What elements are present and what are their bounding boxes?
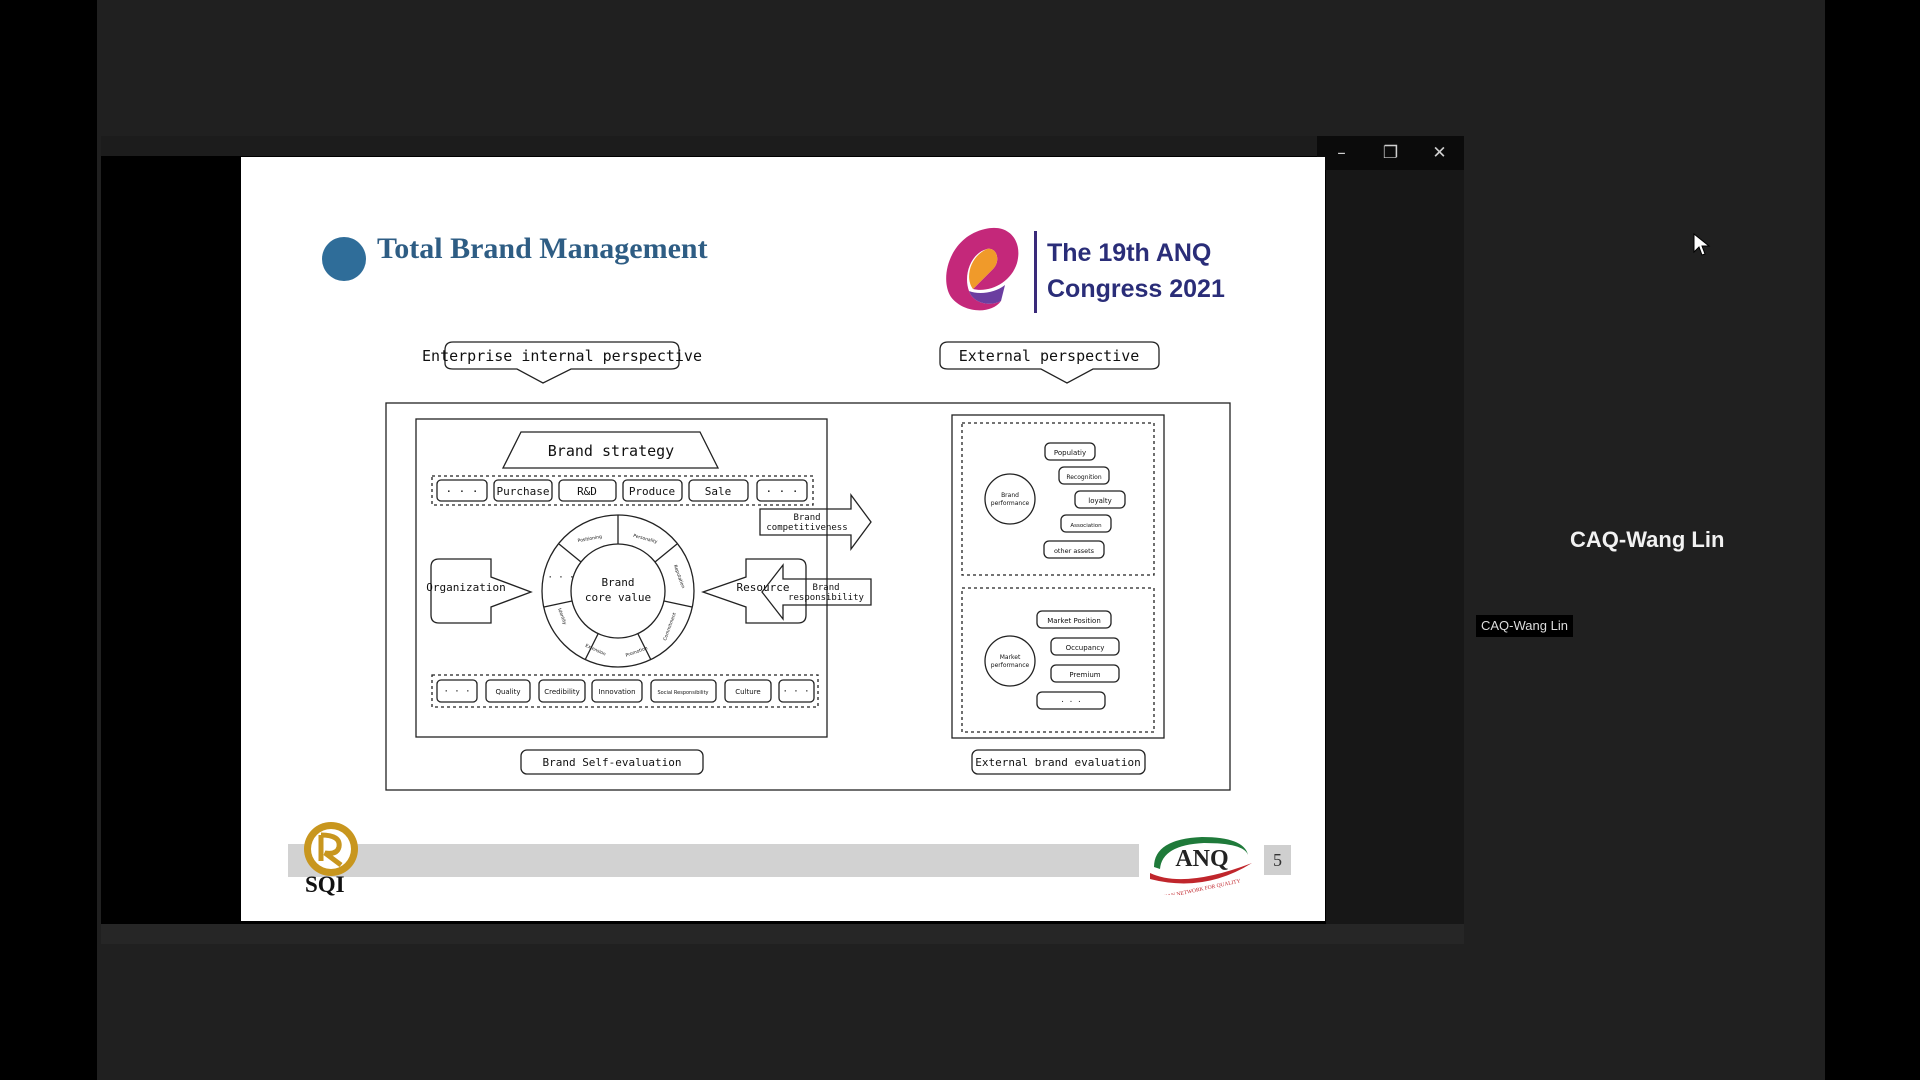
- title-bullet-icon: [322, 237, 366, 281]
- internal-perspective-callout: [444, 341, 680, 384]
- minimize-button[interactable]: –: [1317, 136, 1366, 170]
- market-performance-item: · · ·: [1060, 698, 1081, 706]
- anq-label: ANQ: [1175, 846, 1228, 872]
- market-performance-item: Market Position: [1047, 617, 1101, 625]
- bottom-row-item: Social Responsibility: [657, 690, 708, 696]
- shared-screen-bottom-strip: [101, 924, 1464, 944]
- competitiveness-line1: Brand: [793, 513, 820, 523]
- competitiveness-line2: competitiveness: [766, 523, 847, 533]
- slide-title: Total Brand Management: [377, 232, 708, 265]
- external-perspective-callout: [939, 341, 1160, 384]
- core-value-line2: core value: [585, 591, 651, 604]
- ring-dots: · · ·: [547, 573, 574, 583]
- ring-segment-label: Promotion: [625, 645, 649, 659]
- external-evaluation-box: [971, 749, 1146, 775]
- window-controls: – ❐ ✕: [1317, 136, 1464, 170]
- bottom-row-item: Quality: [495, 688, 520, 696]
- external-box: [951, 414, 1165, 739]
- market-performance-line2: performance: [991, 662, 1030, 669]
- footer-bar: [288, 844, 1139, 877]
- top-row-item: Purchase: [497, 485, 550, 498]
- presentation-slide: Total Brand Management The 19th ANQ Cong…: [241, 157, 1325, 921]
- close-icon: ✕: [1432, 143, 1447, 163]
- responsibility-line2: responsibility: [788, 593, 864, 603]
- organization-shape: [430, 558, 533, 624]
- bottom-row-item: Innovation: [598, 688, 635, 696]
- brand-performance-item: other assets: [1054, 547, 1095, 555]
- page-number: 5: [1264, 845, 1291, 875]
- brand-performance-item: Association: [1070, 523, 1102, 529]
- top-row-item: Produce: [629, 485, 675, 498]
- top-row-group: [431, 475, 814, 506]
- ring-segment-label: Personality: [632, 533, 658, 545]
- market-performance-item: Occupancy: [1066, 644, 1105, 652]
- resource-label: Resource: [737, 581, 790, 594]
- brand-strategy-shape: [501, 431, 720, 469]
- core-value-line1: Brand: [601, 576, 634, 589]
- external-perspective-label: External perspective: [959, 347, 1140, 365]
- top-row-item: · · ·: [765, 485, 798, 498]
- sqi-label: SQI: [305, 872, 345, 897]
- brand-performance-item: loyalty: [1088, 497, 1112, 505]
- sqi-logo-icon: [304, 822, 358, 876]
- external-evaluation-label: External brand evaluation: [975, 756, 1141, 769]
- bottom-row-item: Credibility: [544, 688, 579, 696]
- mouse-cursor-icon: [1693, 233, 1711, 256]
- market-performance-item: Premium: [1069, 671, 1100, 679]
- anq-logo: ANQ ASIAN NETWORK FOR QUALITY: [1150, 837, 1252, 895]
- responsibility-line1: Brand: [812, 583, 839, 593]
- congress-line1: The 19th ANQ: [1047, 239, 1212, 267]
- brand-performance-item: Populatiy: [1054, 449, 1086, 457]
- organization-label: Organization: [426, 581, 505, 594]
- bottom-row-item: · · ·: [443, 687, 470, 697]
- top-row-item: · · ·: [445, 485, 478, 498]
- bottom-row-item: Culture: [735, 688, 760, 696]
- self-evaluation-box: [520, 749, 704, 775]
- participant-name: CAQ-Wang Lin: [1570, 527, 1725, 552]
- anq-congress-logo: [946, 227, 1019, 311]
- diagram-frame: [385, 402, 1231, 791]
- ring-segment-label: Identity: [556, 608, 568, 627]
- market-performance-group: [961, 587, 1155, 733]
- brand-performance-line1: Brand: [1001, 492, 1019, 499]
- internal-perspective-label: Enterprise internal perspective: [422, 347, 702, 365]
- competitiveness-arrow: [759, 493, 872, 551]
- responsibility-arrow: [761, 563, 872, 621]
- brand-performance-item: Recognition: [1066, 474, 1102, 481]
- congress-divider: [1034, 231, 1037, 313]
- restore-button[interactable]: ❐: [1366, 136, 1415, 170]
- ring-segment-label: Reputation: [672, 564, 686, 589]
- internal-box: [415, 418, 828, 738]
- resource-shape: [701, 558, 807, 624]
- market-performance-line1: Market: [1000, 654, 1021, 661]
- brand-performance-line2: performance: [991, 500, 1030, 507]
- congress-title: The 19th ANQ Congress 2021: [1047, 235, 1225, 307]
- self-evaluation-label: Brand Self-evaluation: [542, 756, 681, 769]
- participant-name-tag: CAQ-Wang Lin: [1476, 615, 1573, 637]
- bottom-row-item: · · ·: [782, 687, 809, 697]
- congress-line2: Congress 2021: [1047, 275, 1225, 303]
- restore-icon: ❐: [1382, 143, 1399, 163]
- ring-segment-label: Commitment: [662, 612, 678, 642]
- minimize-icon: –: [1337, 143, 1346, 163]
- ring-segment-label: Positioning: [577, 534, 602, 544]
- brand-performance-group: [961, 422, 1155, 576]
- brand-management-diagram: Enterprise internal perspective External…: [385, 341, 1231, 791]
- close-button[interactable]: ✕: [1415, 136, 1464, 170]
- shared-screen-top-strip: [101, 136, 1321, 156]
- top-row-item: Sale: [705, 485, 732, 498]
- bottom-row-group: [431, 674, 819, 708]
- top-row-item: R&D: [577, 485, 597, 498]
- brand-strategy-label: Brand strategy: [548, 442, 674, 460]
